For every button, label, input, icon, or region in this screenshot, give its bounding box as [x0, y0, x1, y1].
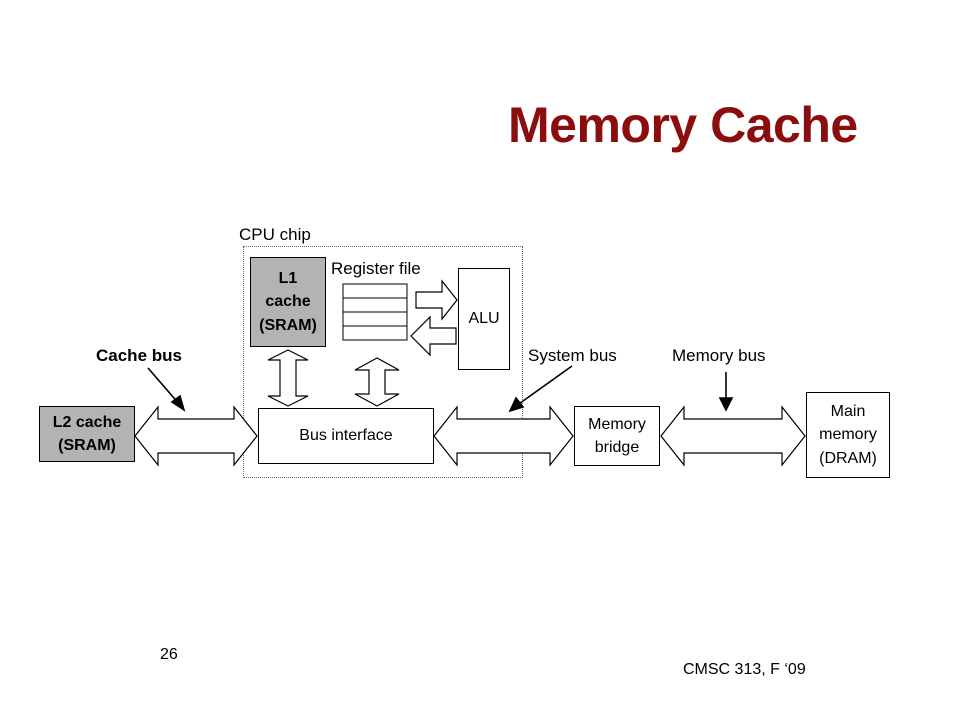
regfile-to-alu-arrow: [415, 279, 458, 321]
bus-interface-label: Bus interface: [299, 427, 393, 445]
main-memory-line-3: (DRAM): [819, 449, 877, 467]
l1-cache-line-2: cache: [265, 293, 311, 311]
l1-bus-interface-arrow: [267, 349, 309, 407]
register-file-stack: [342, 283, 408, 341]
cpu-chip-boundary: [243, 246, 523, 478]
main-memory-line-1: Main: [830, 403, 866, 421]
main-memory-line-2: memory: [819, 426, 877, 444]
l1-cache-box: L1 cache (SRAM): [250, 257, 326, 347]
slide-title: Memory Cache: [508, 97, 858, 153]
l2-cache-line-2: (SRAM): [58, 437, 116, 454]
l2-cache-box: L2 cache (SRAM): [39, 406, 135, 462]
main-memory-box: Main memory (DRAM): [806, 392, 890, 478]
cpu-chip-label: CPU chip: [239, 225, 311, 244]
system-bus-arrow: [433, 405, 574, 467]
memory-bridge-line-1: Memory: [588, 415, 646, 433]
memory-bridge-box: Memory bridge: [574, 406, 660, 466]
alu-to-regfile-arrow: [410, 315, 457, 357]
slide-footer: CMSC 313, F ‘09: [683, 661, 806, 678]
register-file-label: Register file: [331, 259, 421, 278]
bus-interface-box: Bus interface: [258, 408, 434, 464]
slide-number: 26: [160, 646, 178, 663]
cache-bus-label: Cache bus: [96, 346, 182, 365]
regfile-bus-interface-arrow: [354, 357, 400, 407]
l2-cache-line-1: L2 cache: [52, 413, 122, 431]
memory-bus-arrow: [660, 405, 806, 467]
label-pointers: [147, 365, 734, 413]
alu-box: ALU: [458, 268, 510, 370]
l1-cache-line-1: L1: [278, 270, 298, 288]
memory-bus-label: Memory bus: [672, 346, 766, 365]
alu-label: ALU: [468, 310, 500, 328]
cache-bus-arrow: [134, 405, 258, 467]
system-bus-label: System bus: [528, 346, 617, 365]
l1-cache-line-3: (SRAM): [259, 316, 317, 334]
memory-bridge-line-2: bridge: [594, 439, 640, 456]
